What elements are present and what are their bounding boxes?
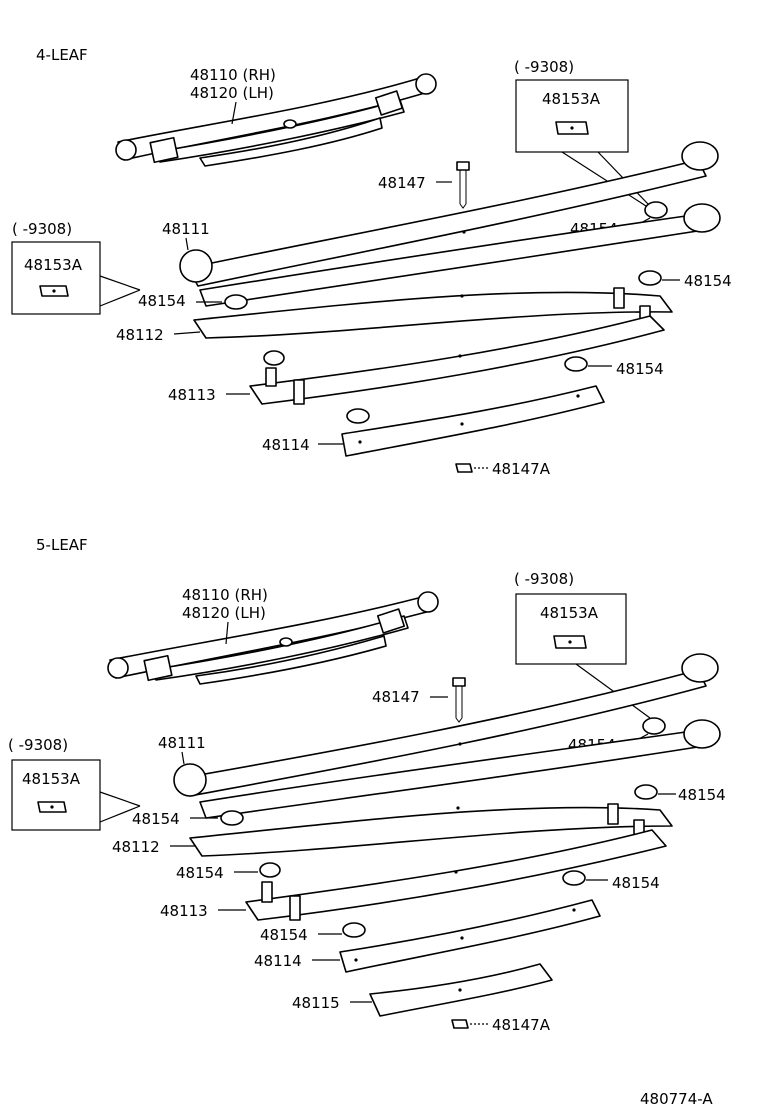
clip-box-right (515, 79, 629, 153)
insert-label-d: 48154 (176, 864, 224, 882)
center-bolt (452, 677, 466, 723)
clip-box-right (515, 593, 627, 665)
leaf-48111-drawing (179, 141, 719, 287)
center-bolt (456, 161, 470, 209)
insert-label-c: 48154 (678, 786, 726, 804)
insert-label-e: 48154 (612, 874, 660, 892)
date-range-right: ( -9308) (514, 570, 574, 588)
spring-assembly-drawing (107, 591, 439, 685)
leaf-2-label: 48112 (116, 326, 164, 344)
leaf-48112-drawing (189, 803, 673, 857)
leaf-1-label: 48111 (158, 734, 206, 752)
clip-label-right: 48153A (542, 90, 601, 108)
insert-label-d: 48154 (616, 360, 664, 378)
leaf-48111-drawing (173, 653, 719, 797)
section-title: 4-LEAF (36, 46, 88, 64)
leaf-48113-drawing (249, 315, 665, 405)
leaf-second-eye-drawing (199, 203, 721, 307)
leaf-48113-drawing (245, 829, 667, 921)
leaf-5-label: 48115 (292, 994, 340, 1012)
leaf-48114-drawing (341, 385, 605, 457)
leaf-3-label: 48113 (160, 902, 208, 920)
insert-label-f: 48154 (260, 926, 308, 944)
leaf-2-label: 48112 (112, 838, 160, 856)
date-range-right: ( -9308) (514, 58, 574, 76)
section-5-leaf: 5-LEAF 48110 (RH) 48120 (LH) 48147 ( -93… (8, 536, 726, 1034)
clip-label-right: 48153A (540, 604, 599, 622)
clip-label-left: 48153A (24, 256, 83, 274)
assembly-lh-label: 48120 (LH) (182, 604, 266, 622)
insert-label-b: 48154 (132, 810, 180, 828)
leaf-4-label: 48114 (262, 436, 310, 454)
nut-icon (451, 1019, 469, 1029)
date-range-left: ( -9308) (8, 736, 68, 754)
nut-label: 48147A (492, 1016, 551, 1034)
nut-icon (455, 463, 473, 473)
leaf-48114-drawing (339, 899, 601, 973)
section-4-leaf: 4-LEAF 48110 (RH) 48120 (LH) 48147 ( -93… (11, 46, 732, 478)
insert-pad (644, 201, 668, 219)
clip-label-left: 48153A (22, 770, 81, 788)
diagram-id: 480774-A (640, 1090, 713, 1108)
leaf-48112-drawing (193, 287, 673, 339)
leaf-3-label: 48113 (168, 386, 216, 404)
leaf-1-label: 48111 (162, 220, 210, 238)
section-title: 5-LEAF (36, 536, 88, 554)
leaf-48115-drawing (369, 963, 553, 1017)
assembly-rh-label: 48110 (RH) (190, 66, 276, 84)
leaf-4-label: 48114 (254, 952, 302, 970)
nut-label: 48147A (492, 460, 551, 478)
spring-assembly-drawing (115, 73, 437, 167)
insert-label-b: 48154 (138, 292, 186, 310)
bolt-label: 48147 (378, 174, 426, 192)
bolt-label: 48147 (372, 688, 420, 706)
insert-label-c: 48154 (684, 272, 732, 290)
clip-box-left (11, 759, 101, 831)
leaf-second-eye-drawing (199, 719, 721, 819)
clip-box-left (11, 241, 101, 315)
date-range-left: ( -9308) (12, 220, 72, 238)
assembly-rh-label: 48110 (RH) (182, 586, 268, 604)
assembly-lh-label: 48120 (LH) (190, 84, 274, 102)
